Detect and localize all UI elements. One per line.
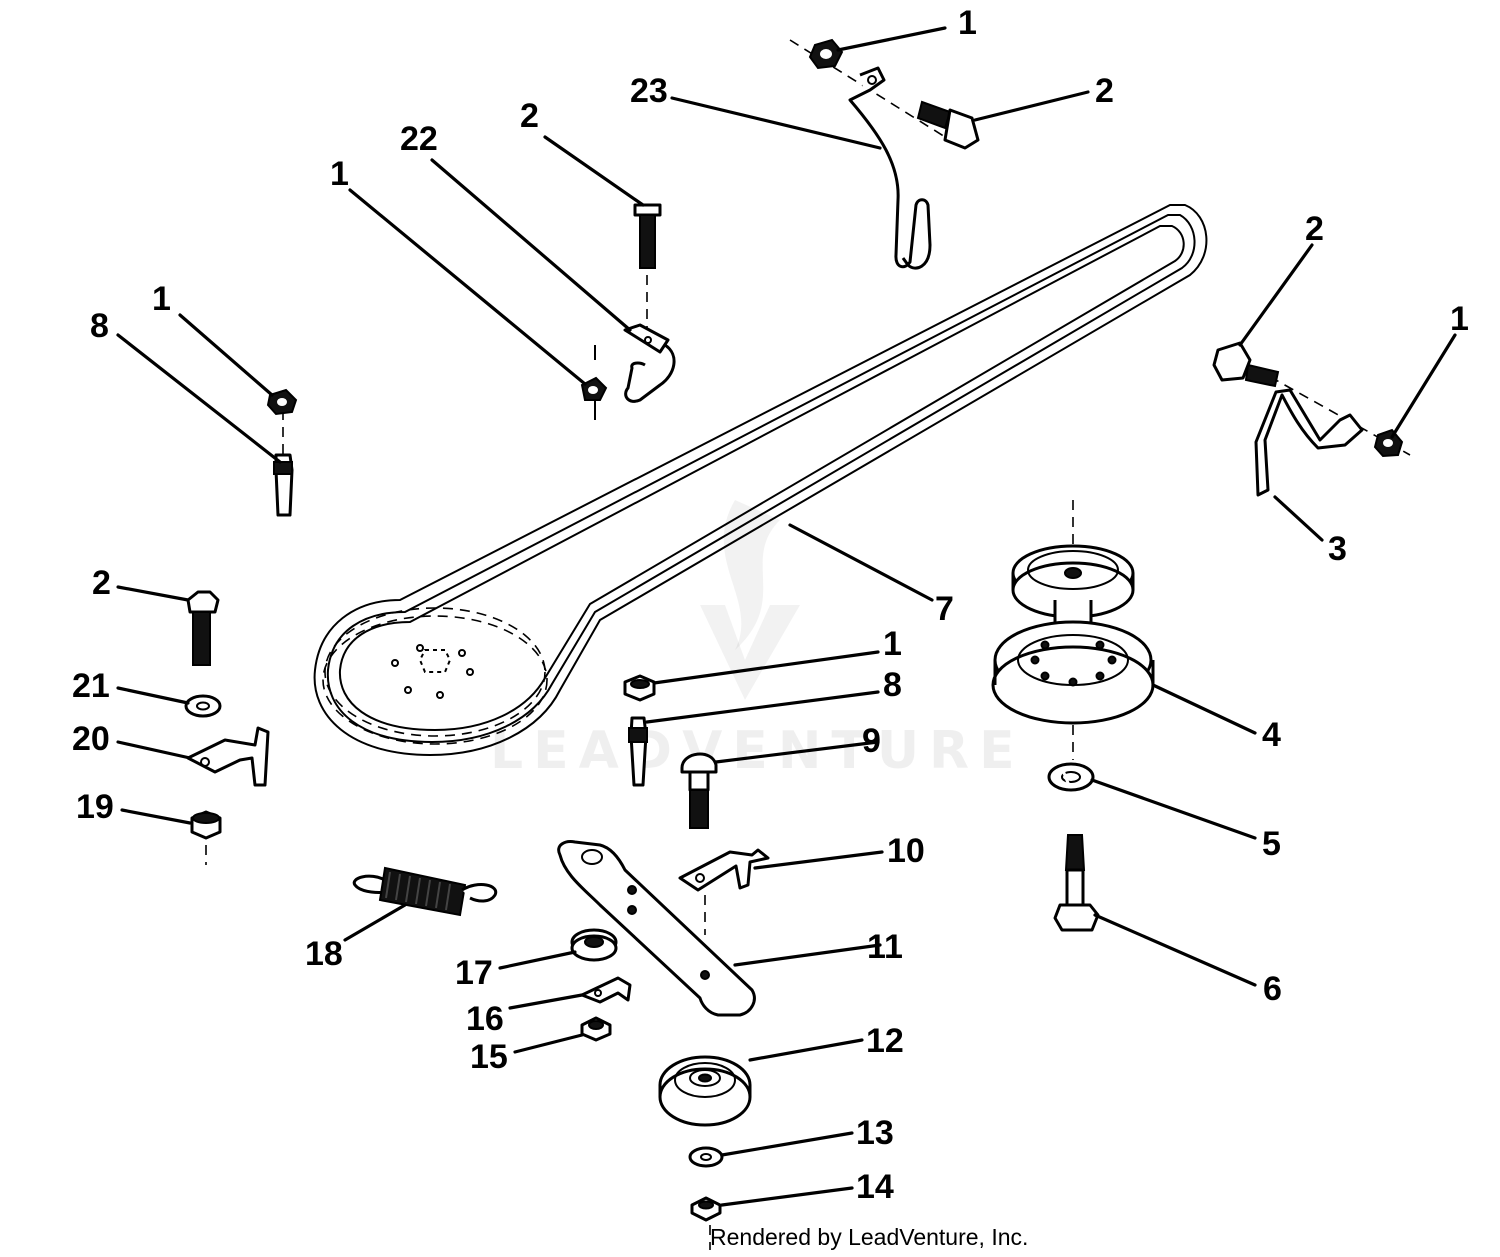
callout-nut-center: 1: [883, 625, 902, 663]
callout-flat-washer-left: 21: [72, 667, 110, 705]
nut-bottom: [690, 1196, 722, 1250]
callout-labels: 1 2 23 2 22 1 2 1 8 1 2 3 7 21 20 19 1 8…: [72, 4, 1469, 1206]
callout-nut-left-top: 1: [152, 280, 171, 318]
callout-nut-bottom: 14: [856, 1168, 894, 1206]
callout-flat-washer-lower: 13: [856, 1114, 894, 1152]
extension-spring: [352, 866, 498, 917]
callout-nut-guide: 1: [330, 155, 349, 193]
callout-nut-lower: 15: [470, 1038, 508, 1076]
callout-bolt-right: 2: [1305, 210, 1324, 248]
flat-washer-lower: [688, 1146, 724, 1168]
nut-left: [190, 810, 222, 865]
flat-washer-left: [184, 694, 222, 718]
carriage-bolt: [680, 752, 718, 829]
callout-bolt-left: 2: [92, 564, 111, 602]
callout-idler-bracket-right: 3: [1328, 530, 1347, 568]
callout-pulley-bolt: 6: [1263, 970, 1282, 1008]
callout-nut-right: 1: [1450, 300, 1469, 338]
callout-stud-center: 8: [883, 666, 902, 704]
belt-keeper: [580, 976, 632, 1004]
callout-belt-guide-left: 22: [400, 120, 438, 158]
callout-idler-arm: 11: [867, 928, 903, 966]
callout-nut-top: 1: [958, 4, 977, 42]
belt-guide-left: [580, 203, 676, 420]
stud-center: [628, 716, 648, 787]
idler-bracket-center: [678, 848, 770, 935]
callout-double-pulley: 4: [1262, 716, 1281, 754]
callout-belt-keeper: 16: [466, 1000, 504, 1038]
nut-center: [623, 674, 656, 702]
thick-washer: [570, 928, 618, 962]
watermark: LEADVENTURE: [490, 500, 1025, 781]
callout-thick-washer: 17: [455, 954, 493, 992]
lock-washer: [1047, 762, 1095, 792]
belt-guide-top: [789, 38, 980, 270]
drive-belt: [313, 204, 1208, 757]
callout-nut-left: 19: [76, 788, 114, 826]
idler-arm: [557, 840, 756, 1017]
callout-spring-bracket-left: 20: [72, 720, 110, 758]
callout-idler-bracket-center: 10: [887, 832, 925, 870]
pulley-bolt: [1053, 834, 1100, 932]
engine-pulley: [322, 607, 548, 745]
callout-idler-pulley: 12: [866, 1022, 904, 1060]
callout-stud-left: 8: [90, 307, 109, 345]
callout-bolt-top: 2: [1095, 72, 1114, 110]
callout-bolt-guide: 2: [520, 97, 539, 135]
callout-lock-washer: 5: [1262, 825, 1281, 863]
watermark-text: LEADVENTURE: [490, 721, 1025, 781]
spring-bracket-left: [186, 726, 270, 787]
bolt-left: [186, 590, 220, 666]
callout-carriage-bolt: 9: [862, 722, 881, 760]
stud-left: [266, 388, 298, 517]
double-pulley: [991, 500, 1155, 760]
callout-drive-belt: 7: [935, 590, 954, 628]
idler-bracket-right: [1212, 341, 1411, 497]
render-credit: Rendered by LeadVenture, Inc.: [710, 1224, 1029, 1250]
leader-lines: [116, 26, 1457, 1207]
idler-pulley: [658, 1055, 752, 1127]
callout-belt-guide-top: 23: [630, 72, 668, 110]
callout-extension-spring: 18: [305, 935, 343, 973]
nut-lower: [580, 1016, 612, 1042]
